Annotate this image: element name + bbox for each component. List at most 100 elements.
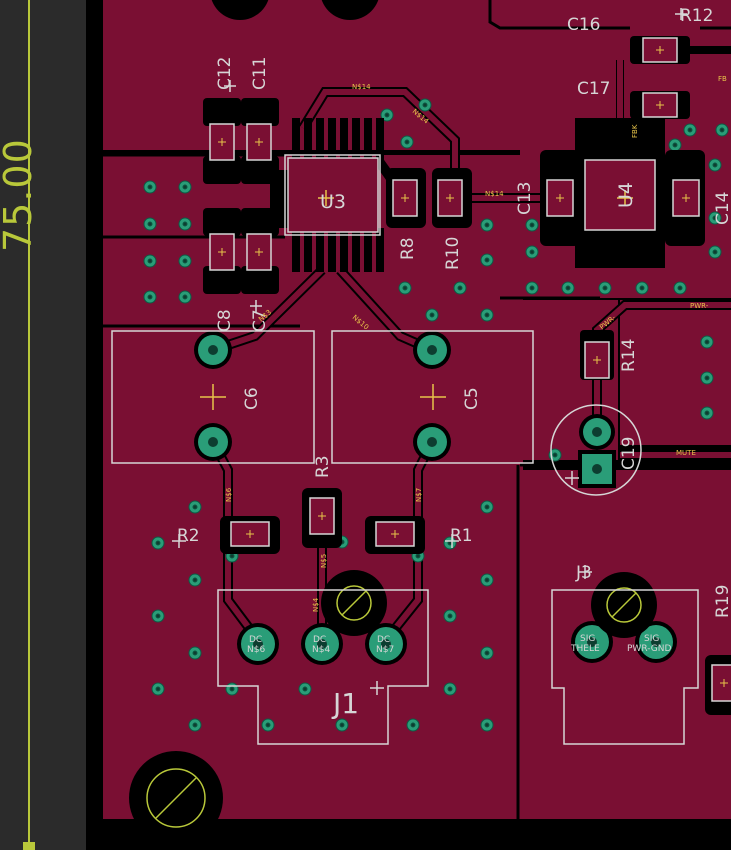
ruler-label: 75.00 [0, 138, 40, 252]
label-c19[interactable]: C19 [619, 436, 639, 470]
label-r2[interactable]: R2 [177, 526, 200, 546]
pad-name: N$7 [376, 645, 394, 655]
label-j3[interactable]: J3 [575, 563, 592, 583]
label-r19[interactable]: R19 [713, 585, 731, 618]
via-drill [429, 312, 435, 318]
via-drill [672, 142, 678, 148]
via-drill [415, 553, 421, 559]
via-drill [484, 504, 490, 510]
via-drill [147, 294, 153, 300]
via-drill [229, 553, 235, 559]
via-drill [457, 285, 463, 291]
via-drill [719, 127, 725, 133]
via-drill [447, 613, 453, 619]
via-drill [402, 285, 408, 291]
via-drill [704, 375, 710, 381]
mounting-holes [129, 0, 657, 845]
via-drill [192, 650, 198, 656]
via-drill [704, 339, 710, 345]
via-drill [529, 222, 535, 228]
net-label: N$4 [312, 597, 320, 612]
via-drill [147, 184, 153, 190]
via-drill [265, 722, 271, 728]
label-c14[interactable]: C14 [713, 191, 731, 225]
via-drill [339, 722, 345, 728]
net-label: PWR- [690, 302, 709, 310]
via-drill [529, 285, 535, 291]
ruler-marker[interactable] [23, 842, 35, 850]
label-u4[interactable]: U4 [615, 182, 637, 208]
pad-name: DC [249, 635, 262, 645]
label-j1[interactable]: J1 [331, 687, 359, 720]
via-grid [143, 98, 729, 732]
through-hole-layer [194, 331, 677, 665]
label-r14[interactable]: R14 [619, 339, 639, 372]
via-drill [484, 312, 490, 318]
copper-pour-layer [103, 0, 731, 825]
pad-name: SIG [580, 634, 595, 644]
via-drill [192, 722, 198, 728]
vertical-ruler: 75.00 [0, 0, 86, 850]
pcb-board-canvas[interactable]: C16 R12 C17 C12 C11 U3 R8 R10 C13 U4 C14… [86, 0, 731, 850]
via-drill [182, 294, 188, 300]
via-drill [147, 258, 153, 264]
label-c12[interactable]: C12 [215, 56, 235, 90]
label-c13[interactable]: C13 [515, 181, 535, 215]
via-drill [712, 162, 718, 168]
via-drill [182, 258, 188, 264]
net-label: N$6 [225, 487, 233, 502]
net-label: FB [718, 75, 727, 83]
via-drill [192, 504, 198, 510]
net-label: FBK [631, 124, 639, 138]
ruler-guide-line [28, 0, 30, 850]
label-r1[interactable]: R1 [450, 526, 473, 546]
via-drill [484, 222, 490, 228]
pad-name: DC [313, 635, 326, 645]
label-c5[interactable]: C5 [462, 387, 482, 410]
pad-name: DC [377, 635, 390, 645]
via-drill [639, 285, 645, 291]
label-r8[interactable]: R8 [398, 237, 418, 260]
via-drill [147, 221, 153, 227]
label-c11[interactable]: C11 [250, 56, 270, 90]
label-c16[interactable]: C16 [567, 15, 601, 35]
silkscreen-outlines [111, 8, 699, 745]
net-label: N$14 [485, 190, 504, 198]
net-label: N$14 [352, 83, 371, 91]
via-drill [484, 650, 490, 656]
net-label: N$5 [320, 554, 328, 568]
via-drill [422, 102, 428, 108]
pad-name: PWR-GND [627, 644, 671, 654]
label-c6[interactable]: C6 [242, 387, 262, 410]
via-drill [704, 410, 710, 416]
label-c7[interactable]: C7 [250, 309, 270, 332]
label-c8[interactable]: C8 [215, 309, 235, 332]
via-drill [712, 215, 718, 221]
pad-name: THELE [570, 644, 600, 654]
label-r3[interactable]: R3 [313, 455, 333, 478]
via-drill [384, 112, 390, 118]
via-drill [484, 577, 490, 583]
pad-name: N$4 [312, 645, 330, 655]
label-c17[interactable]: C17 [577, 79, 611, 99]
via-drill [155, 686, 161, 692]
label-u3[interactable]: U3 [320, 191, 346, 213]
net-label: MUTE [676, 449, 696, 457]
via-drill [484, 722, 490, 728]
via-drill [155, 613, 161, 619]
label-r12[interactable]: R12 [680, 6, 713, 26]
component-labels: C16 R12 C17 C12 C11 U3 R8 R10 C13 U4 C14… [177, 6, 731, 720]
pad-name: N$6 [247, 645, 265, 655]
via-drill [552, 452, 558, 458]
via-drill [712, 249, 718, 255]
via-drill [602, 285, 608, 291]
pad-name: SIG [644, 634, 659, 644]
via-drill [182, 221, 188, 227]
via-drill [404, 139, 410, 145]
label-r10[interactable]: R10 [443, 237, 463, 270]
net-label: N$7 [415, 488, 423, 502]
via-drill [677, 285, 683, 291]
via-drill [229, 686, 235, 692]
pad-centre-marks [218, 46, 728, 687]
via-drill [182, 184, 188, 190]
